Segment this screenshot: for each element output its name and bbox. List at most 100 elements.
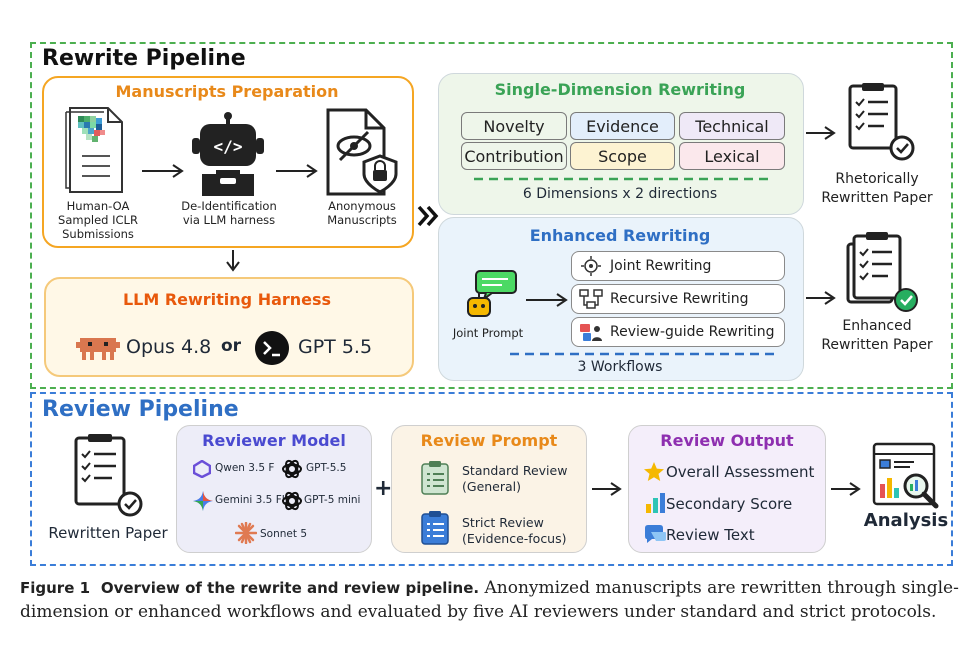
joint-prompt-label: Joint Prompt xyxy=(452,326,524,340)
anthropic-sunburst-icon xyxy=(235,522,257,544)
dimension-scope: Scope xyxy=(570,142,675,170)
workflow-recursive: Recursive Rewriting xyxy=(571,284,785,314)
enhanced-output-label: Enhanced Rewritten Paper xyxy=(812,317,942,355)
single-dimension-title: Single-Dimension Rewriting xyxy=(494,80,746,99)
dashed-divider xyxy=(510,352,776,356)
arrow-right-icon xyxy=(526,293,568,307)
recursive-flow-icon xyxy=(578,288,604,310)
strict-clipboard-icon xyxy=(421,511,449,545)
model-b-label: GPT 5.5 xyxy=(298,336,373,358)
claude-logo-icon xyxy=(76,338,120,360)
workflow-recursive-label: Recursive Rewriting xyxy=(610,291,749,307)
source-label: Human-OA Sampled ICLR Submissions xyxy=(48,199,148,241)
rewritten-paper-label: Rewritten Paper xyxy=(48,524,168,542)
llm-rewriting-harness-box xyxy=(44,277,414,377)
dimension-evidence: Evidence xyxy=(570,112,675,140)
arrow-right-icon xyxy=(806,291,836,305)
model-sonnet: Sonnet 5 xyxy=(260,528,307,540)
standard-review-label: Standard Review (General) xyxy=(462,463,567,495)
reviewer-model-title: Reviewer Model xyxy=(202,431,346,450)
arrow-right-icon xyxy=(592,482,622,496)
workflow-joint: Joint Rewriting xyxy=(571,251,785,281)
harness-title: LLM Rewriting Harness xyxy=(122,290,332,309)
enhanced-title: Enhanced Rewriting xyxy=(529,226,711,245)
reviewer-model-box xyxy=(176,425,372,553)
rewrite-pipeline-frame xyxy=(30,42,953,389)
analysis-label: Analysis xyxy=(863,510,949,531)
source-line-1: Human-OA xyxy=(66,199,130,213)
standard-line-2: (General) xyxy=(462,479,522,494)
deid-label: De-Identification via LLM harness xyxy=(170,199,288,227)
review-pipeline-frame xyxy=(30,392,953,566)
reviewer-feedback-icon xyxy=(578,321,604,343)
openai-logo-icon xyxy=(282,491,302,511)
model-qwen: Qwen 3.5 F xyxy=(215,462,275,474)
enhanced-paper-icon xyxy=(846,232,918,312)
arrow-right-icon xyxy=(831,482,861,496)
enhanced-line-1: Enhanced xyxy=(842,318,912,334)
double-chevron-right-icon xyxy=(417,205,439,227)
anonymous-document-icon xyxy=(326,108,398,196)
workflow-joint-label: Joint Rewriting xyxy=(610,258,712,274)
strict-line-2: (Evidence-focus) xyxy=(462,531,567,546)
review-pipeline-title: Review Pipeline xyxy=(42,397,239,422)
arrow-right-icon xyxy=(276,164,318,178)
arrow-right-icon xyxy=(806,126,836,140)
review-output-title: Review Output xyxy=(660,431,794,450)
plus-sign: + xyxy=(374,476,393,501)
dimension-contribution: Contribution xyxy=(461,142,567,170)
deid-line-2: via LLM harness xyxy=(182,213,276,227)
analysis-magnifier-icon xyxy=(872,442,939,509)
workflow-review-guide-label: Review-guide Rewriting xyxy=(610,324,775,340)
caption-bold: Overview of the rewrite and review pipel… xyxy=(100,579,480,597)
arrow-right-icon xyxy=(142,164,184,178)
manuscripts-preparation-title: Manuscripts Preparation xyxy=(115,82,339,101)
workflow-review-guide: Review-guide Rewriting xyxy=(571,317,785,347)
robot-icon: </> xyxy=(192,112,264,196)
chat-bubble-icon xyxy=(645,525,666,543)
rhetorical-line-2: Rewritten Paper xyxy=(821,190,933,206)
model-a-label: Opus 4.8 xyxy=(126,336,212,358)
figure-caption: Figure 1 Overview of the rewrite and rev… xyxy=(20,576,965,624)
model-gpt55: GPT-5.5 xyxy=(306,462,347,474)
secondary-score-label: Secondary Score xyxy=(666,495,793,513)
rewritten-paper-icon xyxy=(74,434,143,517)
qwen-logo-icon xyxy=(193,460,211,478)
review-text-label: Review Text xyxy=(666,526,755,544)
rewrite-pipeline-title: Rewrite Pipeline xyxy=(42,46,246,71)
dimension-technical: Technical xyxy=(679,112,785,140)
dimension-lexical: Lexical xyxy=(679,142,785,170)
bar-chart-icon xyxy=(646,493,665,513)
model-gpt5mini: GPT-5 mini xyxy=(304,494,361,506)
deid-line-1: De-Identification xyxy=(181,199,277,213)
sampled-paper-icon xyxy=(65,107,123,193)
review-prompt-title: Review Prompt xyxy=(420,431,558,450)
rhetorical-line-1: Rhetorically xyxy=(835,171,919,187)
gear-cluster-icon xyxy=(578,255,604,277)
clipboard-list-icon xyxy=(421,461,449,495)
anon-label: Anonymous Manuscripts xyxy=(314,199,410,227)
gemini-logo-icon xyxy=(193,491,213,511)
anon-line-1: Anonymous xyxy=(328,199,396,213)
strict-line-1: Strict Review xyxy=(462,515,544,530)
standard-line-1: Standard Review xyxy=(462,463,568,478)
source-line-2: Sampled ICLR xyxy=(58,213,138,227)
model-gemini: Gemini 3.5 FL xyxy=(215,494,288,506)
checklist-paper-icon xyxy=(848,83,915,161)
enhanced-note: 3 Workflows xyxy=(577,359,663,375)
openai-logo-icon xyxy=(282,459,302,479)
dashed-divider xyxy=(474,177,774,181)
dimension-novelty: Novelty xyxy=(461,112,567,140)
arrow-down-icon xyxy=(226,250,240,272)
single-dimension-note: 6 Dimensions x 2 directions xyxy=(522,186,718,202)
or-label: or xyxy=(221,336,242,356)
strict-review-label: Strict Review (Evidence-focus) xyxy=(462,515,567,547)
caption-label: Figure 1 xyxy=(20,579,91,597)
star-icon xyxy=(644,462,664,481)
source-line-3: Submissions xyxy=(62,227,134,241)
anon-line-2: Manuscripts xyxy=(327,213,397,227)
svg-text:</>: </> xyxy=(214,137,243,156)
terminal-icon xyxy=(255,331,289,365)
overall-assessment-label: Overall Assessment xyxy=(666,463,815,481)
rhetorical-output-label: Rhetorically Rewritten Paper xyxy=(812,170,942,208)
